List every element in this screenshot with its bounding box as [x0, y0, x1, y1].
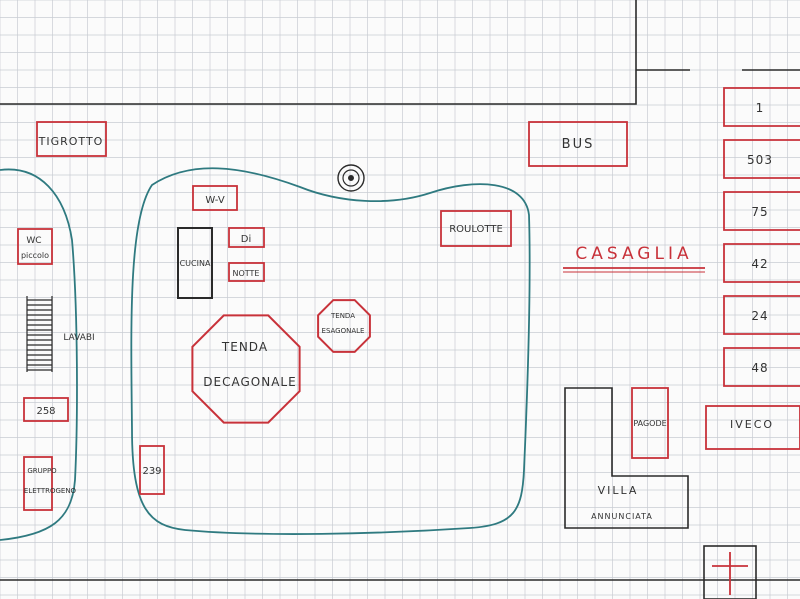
parking-slot	[723, 347, 800, 387]
top-road-line	[0, 0, 637, 105]
wv-label: W-V	[205, 195, 225, 206]
tenda-esagonale-label-2: ESAGONALE	[322, 327, 365, 335]
label-239: 239	[142, 466, 161, 477]
elettrogeno-label: ELETTROGENO	[24, 487, 77, 495]
cucina-label: CUCINA	[180, 259, 211, 268]
flag-pole-icon	[337, 164, 365, 192]
tenda-decagonale-shape	[191, 314, 301, 424]
gruppo-elettrogeno-box	[23, 456, 53, 511]
bus-label: BUS	[562, 137, 595, 152]
villa-outline	[564, 387, 689, 529]
parking-slot	[723, 295, 800, 335]
notte-box	[228, 262, 265, 282]
red-boxes	[17, 121, 800, 511]
piccolo-label: piccolo	[21, 251, 49, 260]
di-label: Di	[241, 234, 251, 245]
tenda-decagonale-label-2: DECAGONALE	[203, 375, 296, 389]
parking-slot	[723, 87, 800, 127]
label-258: 258	[36, 406, 55, 417]
parking-slot-label: 24	[751, 309, 768, 323]
left-area-outline	[0, 168, 78, 541]
notte-label: NOTTE	[233, 269, 260, 278]
parking-slot	[723, 139, 800, 179]
pagode-box	[631, 387, 669, 459]
villa-label: VILLA	[598, 484, 639, 497]
tenda-decagonale-label-1: TENDA	[221, 340, 268, 354]
box-239	[139, 445, 165, 495]
parking-slot	[723, 191, 800, 231]
pagode-label: PAGODE	[633, 419, 666, 428]
wv-box	[192, 185, 238, 211]
central-area-outline	[130, 167, 531, 535]
parking-slot-label: 75	[751, 205, 768, 219]
casaglia-title: CASAGLIA	[575, 244, 692, 264]
wc-label: WC	[26, 236, 41, 246]
lavabi-label: LAVABI	[63, 333, 94, 343]
box-258	[23, 397, 69, 422]
chapel-icon	[703, 545, 757, 599]
roulotte-label: ROULOTTE	[449, 224, 503, 235]
parking-slot-label: 1	[756, 101, 765, 115]
roulotte-box	[440, 210, 512, 247]
cucina-box	[177, 227, 213, 299]
parking-slot-label: 48	[751, 361, 768, 375]
lavabi-symbol	[26, 296, 53, 372]
iveco-box	[705, 405, 800, 450]
wc-piccolo-box	[17, 228, 53, 265]
parking-slot-label: 503	[747, 153, 773, 167]
bus-box	[528, 121, 628, 167]
parking-slot	[723, 243, 800, 283]
di-box	[228, 227, 265, 248]
parking-column: 1 503 75 42 24 48	[723, 87, 800, 387]
boundary-lines	[0, 0, 800, 581]
parking-slot-label: 42	[751, 257, 768, 271]
tenda-esagonale-shape	[317, 299, 371, 353]
tigrotto-box	[36, 121, 107, 157]
tigrotto-label: TIGROTTO	[38, 135, 104, 148]
tenda-esagonale-label-1: TENDA	[330, 312, 355, 320]
gruppo-label: GRUPPO	[27, 467, 57, 475]
iveco-label: IVECO	[730, 418, 774, 431]
annunciata-label: ANNUNCIATA	[591, 512, 653, 521]
